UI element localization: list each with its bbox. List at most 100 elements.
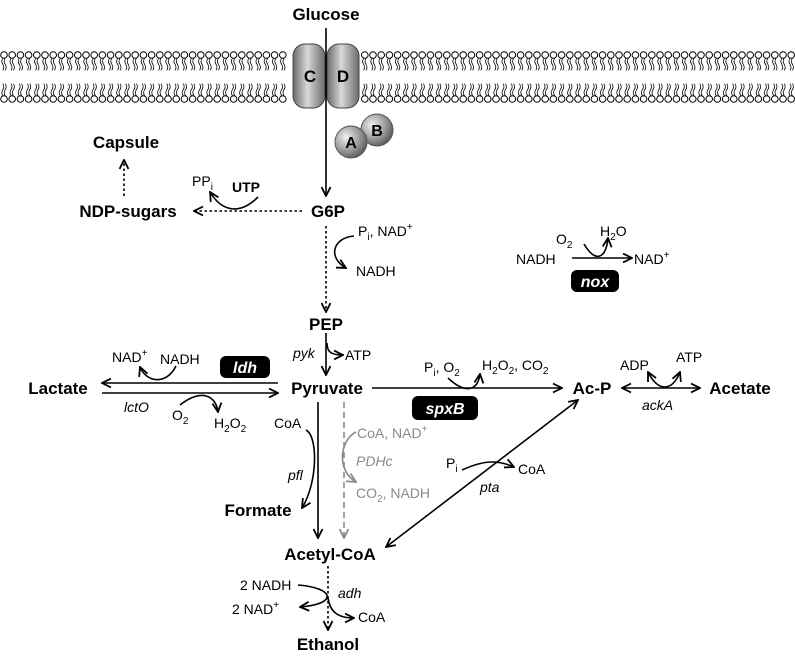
lipid-head — [369, 95, 377, 103]
lipid-head — [156, 51, 164, 59]
lipid-tail — [624, 58, 630, 71]
lipid-tail — [534, 83, 540, 96]
lipid-tail — [591, 83, 597, 96]
lipid-head — [598, 51, 607, 59]
lipid-tail — [362, 83, 368, 96]
lipid-head — [451, 95, 459, 103]
lipid-head — [147, 95, 156, 103]
node-formate: Formate — [224, 501, 291, 520]
lipid-tail — [239, 83, 245, 96]
lipid-head — [180, 95, 189, 103]
lipid-head — [434, 95, 443, 103]
lipid-head — [279, 51, 287, 59]
lipid-tail — [190, 58, 196, 71]
lipid-head — [90, 51, 98, 59]
lipid-head — [147, 51, 156, 59]
lipid-head — [582, 95, 591, 103]
lipid-tail — [772, 58, 778, 71]
lipid-tail — [411, 58, 417, 71]
lipid-tail — [616, 58, 622, 71]
lipid-tail — [600, 83, 606, 96]
lcto-cofactor-curve — [179, 394, 218, 412]
adh-coa-curve — [327, 597, 354, 618]
lipid-tail — [550, 58, 556, 71]
lipid-head — [672, 51, 681, 59]
lipid-head — [443, 51, 451, 59]
lipid-head — [57, 95, 66, 103]
lipid-head — [771, 95, 779, 103]
lipid-tail — [649, 58, 655, 71]
lipid-tail — [649, 83, 655, 96]
enzyme-nox: nox — [581, 274, 611, 291]
lipid-tail — [108, 83, 114, 96]
lipid-head — [607, 51, 615, 59]
lipid-tail — [214, 83, 220, 96]
lipid-tail — [657, 58, 663, 71]
lipid-tail — [157, 83, 163, 96]
nox-cofactor-curve — [583, 238, 608, 257]
lipid-tail — [386, 83, 392, 96]
lipid-tail — [9, 83, 15, 96]
lipid-head — [623, 51, 632, 59]
lipid-tail — [26, 58, 32, 71]
lipid-tail — [682, 58, 688, 71]
lcto-o2-label: O2 — [172, 407, 189, 427]
pyk-atp-label: ATP — [345, 347, 371, 363]
lipid-tail — [386, 58, 392, 71]
lipid-head — [98, 51, 107, 59]
enzyme-adh: adh — [338, 585, 362, 601]
lipid-head — [500, 95, 509, 103]
lipid-tail — [485, 83, 491, 96]
lipid-tail — [67, 83, 73, 96]
lipid-head — [533, 51, 541, 59]
node-ethanol: Ethanol — [297, 635, 359, 654]
lipid-tail — [477, 58, 483, 71]
lipid-head — [16, 51, 25, 59]
lipid-head — [779, 51, 787, 59]
pta-pi-label: Pi — [446, 455, 458, 475]
lipid-tail — [518, 58, 524, 71]
lipid-head — [525, 95, 533, 103]
enzyme-lcto: lctO — [124, 399, 149, 415]
lipid-head — [0, 51, 8, 59]
lipid-tail — [690, 83, 696, 96]
lipid-head — [746, 95, 755, 103]
lipid-tail — [739, 58, 745, 71]
arrow-ac-p-acetyl-coa — [386, 400, 578, 547]
lipid-head — [213, 51, 221, 59]
lipid-tail — [436, 83, 442, 96]
lipid-tail — [1, 58, 7, 71]
lipid-tail — [99, 58, 105, 71]
lipid-head — [402, 95, 410, 103]
lipid-tail — [198, 58, 204, 71]
lipid-tail — [550, 83, 556, 96]
lipid-tail — [501, 83, 507, 96]
lipid-head — [49, 95, 58, 103]
lipid-tail — [542, 58, 548, 71]
lipid-tail — [140, 83, 146, 96]
lipid-head — [557, 95, 566, 103]
lipid-tail — [485, 58, 491, 71]
lipid-head — [74, 51, 82, 59]
lipid-tail — [272, 83, 278, 96]
lipid-head — [697, 51, 705, 59]
lipid-tail — [83, 83, 89, 96]
lipid-tail — [419, 58, 425, 71]
lipid-tail — [493, 83, 499, 96]
lipid-tail — [526, 83, 532, 96]
lipid-head — [484, 51, 492, 59]
lipid-head — [131, 95, 139, 103]
lipid-head — [188, 51, 197, 59]
lipid-tail — [370, 58, 376, 71]
lipid-head — [385, 95, 394, 103]
pfl-coa-label: CoA — [274, 415, 302, 431]
lipid-head — [221, 51, 230, 59]
lipid-tail — [747, 83, 753, 96]
lipid-tail — [575, 58, 581, 71]
lipid-head — [787, 95, 795, 103]
lipid-tail — [419, 83, 425, 96]
lipid-head — [270, 95, 279, 103]
node-pep: PEP — [309, 315, 343, 334]
lipid-head — [270, 51, 279, 59]
lipid-head — [533, 95, 541, 103]
